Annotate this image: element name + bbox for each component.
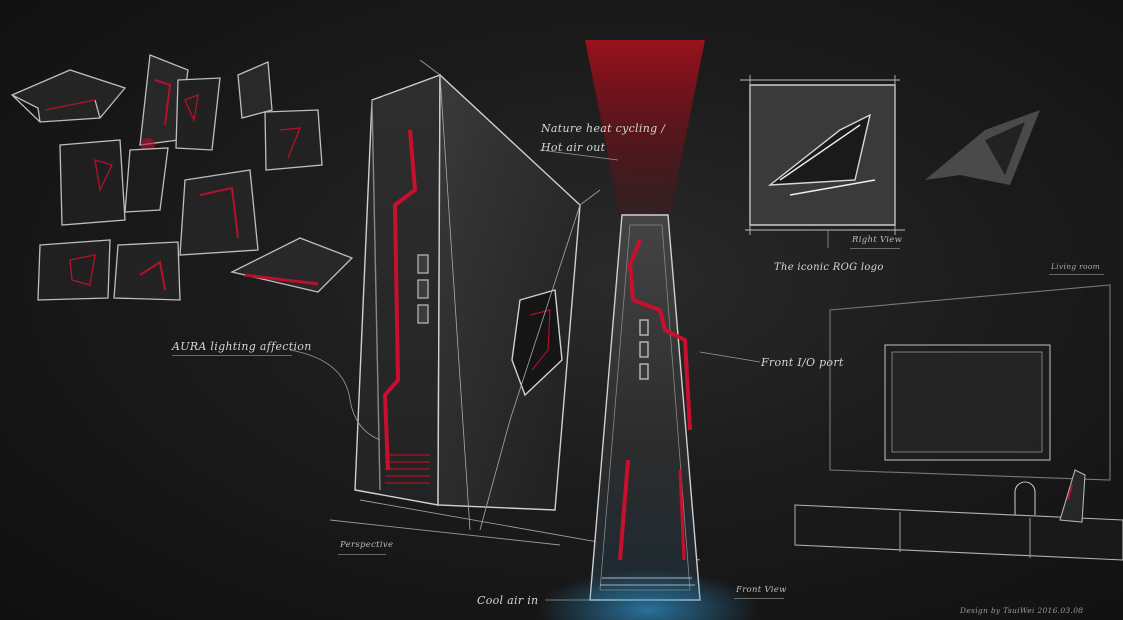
hot-air-out-label: Hot air out — [541, 141, 606, 154]
living-room-underline — [1049, 274, 1104, 275]
hot-air-beam — [585, 40, 705, 225]
heat-cycling-label: Nature heat cycling / — [541, 122, 666, 135]
cool-air-glow — [538, 570, 758, 620]
aura-underline — [172, 355, 292, 356]
aura-lighting-label: AURA lighting affection — [172, 340, 312, 353]
perspective-tower — [329, 59, 701, 561]
thumbnail-sketches — [10, 54, 354, 301]
right-view-underline — [850, 248, 900, 249]
front-io-label: Front I/O port — [761, 356, 844, 369]
cool-air-label: Cool air in — [477, 594, 539, 607]
living-room-sketch — [794, 284, 1123, 561]
front-view-label: Front View — [736, 585, 787, 595]
leader-lines — [289, 149, 829, 601]
designer-signature: Design by TsuiWei 2016.03.08 — [960, 606, 1084, 615]
right-view-label: Right View — [852, 235, 903, 245]
iconic-logo-label: The iconic ROG logo — [774, 262, 884, 273]
front-view-tower — [589, 214, 701, 601]
right-view-sketch — [740, 75, 1040, 235]
front-view-underline — [734, 598, 784, 599]
living-room-label: Living room — [1051, 262, 1101, 271]
perspective-label: Perspective — [340, 540, 394, 550]
perspective-underline — [338, 554, 386, 555]
